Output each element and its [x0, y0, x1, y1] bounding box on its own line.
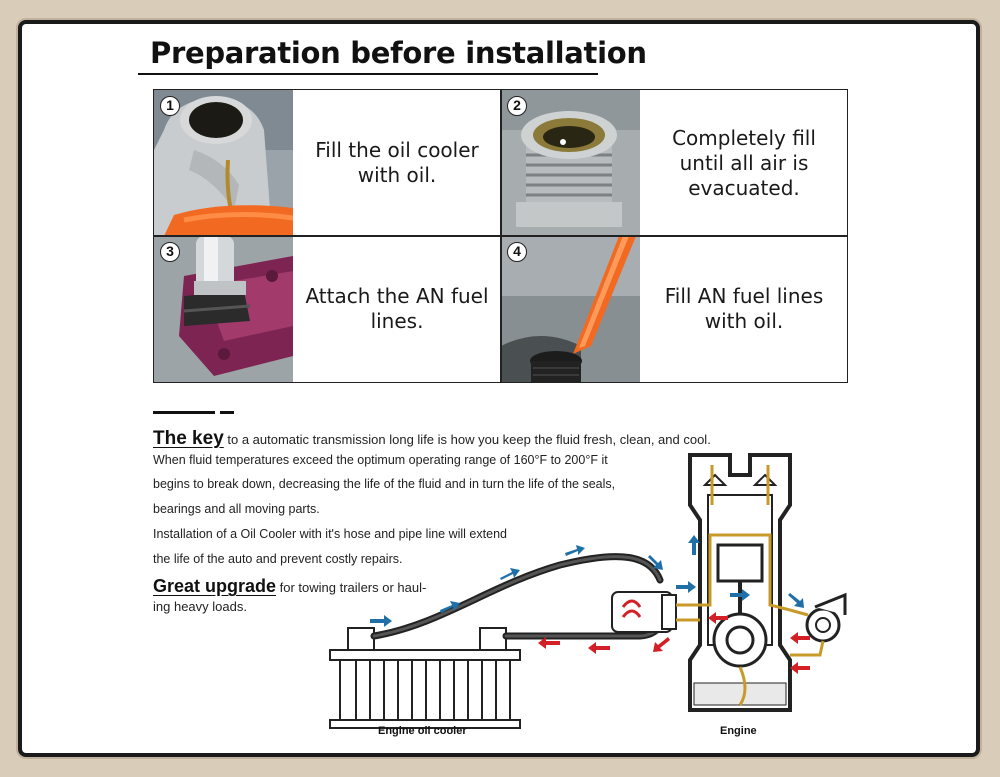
step-1-number-badge: 1	[160, 96, 180, 116]
section-rule-long	[153, 411, 215, 414]
upgrade-rest-1: for towing trailers or haul-	[276, 580, 427, 595]
upgrade-rest-2: ing heavy loads.	[153, 599, 247, 614]
an-line-attach-photo	[154, 236, 293, 382]
grid-horizontal-divider	[154, 235, 847, 237]
upgrade-statement: Great upgrade for towing trailers or hau…	[153, 577, 426, 616]
step-4-text: Fill AN fuel lines with oil.	[664, 284, 824, 333]
oil-cooler-caption: Engine oil cooler	[378, 725, 467, 737]
title-underline	[138, 73, 598, 75]
body-line-5: the life of the auto and prevent costly …	[153, 552, 403, 566]
section-rule-short	[220, 411, 234, 414]
step-2-number-badge: 2	[507, 96, 527, 116]
step-2: Completely fill until all air is evacuat…	[501, 90, 848, 236]
key-rest: to a automatic transmission long life is…	[223, 432, 711, 447]
step-2-text: Completely fill until all air is evacuat…	[672, 125, 816, 200]
body-line-4: Installation of a Oil Cooler with it's h…	[153, 527, 507, 541]
step-3-text: Attach the AN fuel lines.	[305, 284, 489, 333]
upgrade-highlight: Great upgrade	[153, 576, 277, 596]
body-line-1: When fluid temperatures exceed the optim…	[153, 453, 608, 467]
step-1: Fill the oil cooler with oil. 1	[154, 90, 501, 236]
step-1-text: Fill the oil cooler with oil.	[315, 138, 479, 187]
engine-caption: Engine	[720, 725, 757, 737]
body-line-3: bearings and all moving parts.	[153, 502, 320, 516]
body-line-2: begins to break down, decreasing the lif…	[153, 477, 616, 491]
engine-illustration	[676, 453, 792, 712]
page-title: Preparation before installation	[150, 36, 647, 70]
oil-cooler-illustration	[329, 627, 521, 729]
step-4-number-badge: 4	[507, 242, 527, 262]
key-highlight: The key	[153, 428, 224, 449]
step-4: Fill AN fuel lines with oil. 4	[501, 236, 848, 382]
key-statement: The key to a automatic transmission long…	[153, 428, 953, 450]
step-3-number-badge: 3	[160, 242, 180, 262]
step-3: Attach the AN fuel lines. 3	[154, 236, 501, 382]
oil-cooler-diagram	[329, 453, 847, 729]
an-fitting-filled-photo	[501, 90, 640, 236]
steps-grid: Fill the oil cooler with oil. 1	[153, 89, 848, 383]
oil-bottle-pouring-photo	[154, 90, 293, 236]
